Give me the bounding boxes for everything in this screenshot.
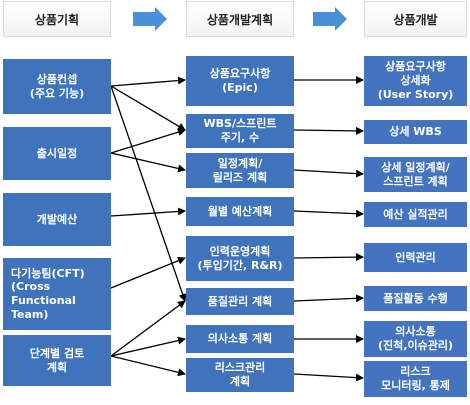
box-quality-plan: 품질관리 계획: [186, 288, 294, 315]
connector-risk: [293, 373, 364, 382]
box-quality-activity: 품질활동 수행: [364, 286, 467, 311]
connector-quality-activity: [293, 294, 364, 303]
box-stage-review: 단계별 검토 계획: [3, 335, 111, 386]
flow-arrow-1: [133, 7, 167, 31]
connector-review-communication: [110, 336, 186, 357]
box-budget-tracking: 예산 실적관리: [364, 202, 467, 227]
box-product-requirements: 상품요구사항 (Epic): [186, 56, 294, 106]
box-cft-team: 다기능팀(CFT) (Cross Functional Team): [3, 258, 111, 330]
connector-cft-staffing: [110, 256, 186, 289]
connector-wbs-detail: [293, 126, 364, 135]
header-planning: 상품기획: [3, 1, 111, 37]
box-risk-monitoring: 리스크 모니터링, 통제: [364, 361, 467, 397]
connector-review-risk: [110, 355, 186, 377]
header-development: 상품개발: [364, 1, 467, 37]
flow-arrow-2: [313, 7, 347, 31]
connector-monthly-actual: [293, 209, 364, 218]
connector-budget-monthly: [110, 207, 186, 217]
box-staffing-plan: 인력운영계획 (투입기간, R&R): [186, 236, 294, 281]
connector-concept-epic: [110, 76, 186, 87]
box-monthly-budget: 월별 예산계획: [186, 197, 294, 226]
box-communication: 의사소통 (진척,이슈관리): [364, 321, 467, 357]
box-communication-plan: 의사소통 계획: [186, 325, 294, 353]
box-schedule-release-plan: 일정계획/ 릴리즈 계획: [186, 153, 294, 188]
connector-plan-detail: [293, 169, 364, 178]
box-user-story: 상품요구사항 상세화 (User Story): [364, 56, 467, 106]
connector-review-quality: [110, 300, 186, 357]
box-wbs-sprint: WBS/스프린트 주기, 수: [186, 114, 294, 148]
box-staff-management: 인력관리: [364, 243, 467, 272]
box-product-concept: 상품컨셉 (주요 기능): [3, 59, 111, 114]
connector-schedule-plan: [110, 152, 186, 173]
box-detail-schedule: 상세 일정계획/ 스프린트 계획: [364, 157, 467, 192]
header-dev-planning: 상품개발계획: [186, 1, 294, 37]
connector-schedule-wbs: [110, 128, 186, 154]
box-detail-wbs: 상세 WBS: [364, 120, 467, 144]
box-release-schedule: 출시일정: [3, 127, 111, 180]
connector-concept-wbs: [110, 85, 186, 131]
connector-concept-quality: [110, 85, 187, 302]
box-dev-budget: 개발예산: [3, 193, 111, 246]
box-risk-plan: 리스크관리 계획: [186, 358, 294, 392]
connector-staffing-mgmt: [293, 253, 364, 262]
